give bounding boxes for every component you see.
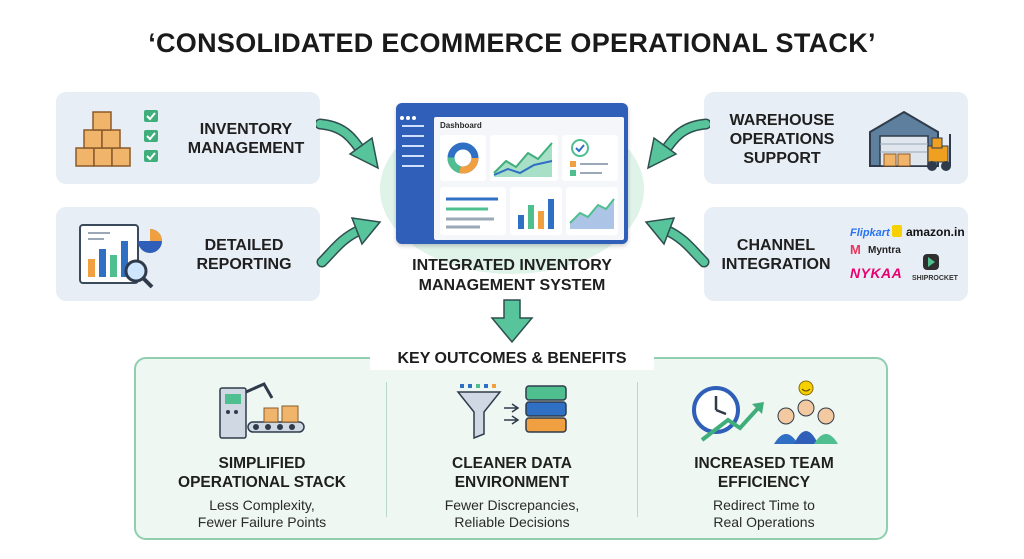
- outcome-divider-1: [386, 382, 387, 517]
- center-label-line2: MANAGEMENT SYSTEM: [418, 277, 606, 294]
- arrow-warehouse-to-center: [646, 118, 710, 170]
- channel-label-line2: INTEGRATION: [721, 256, 831, 273]
- inventory-management-card: INVENTORY MANAGEMENT: [56, 92, 320, 184]
- data-filter-stack-icon: [456, 384, 567, 440]
- arrow-inventory-to-center: [316, 118, 380, 170]
- outcome-3-sub-line2: Real Operations: [713, 514, 815, 530]
- warehouse-operations-card: WAREHOUSE OPERATIONS SUPPORT: [704, 92, 968, 184]
- report-chart-icon: [79, 224, 162, 289]
- myntra-icon: M: [850, 242, 861, 257]
- outcome-1-title-line2: OPERATIONAL STACK: [178, 474, 346, 491]
- inventory-label-line2: MANAGEMENT: [187, 140, 305, 157]
- line-widget: [566, 187, 618, 235]
- team-efficiency-icon: [692, 380, 838, 444]
- outcome-divider-2: [637, 382, 638, 517]
- outcome-2-title-line1: CLEANER DATA: [452, 455, 572, 472]
- warehouse-label-line2: OPERATIONS: [729, 131, 835, 148]
- dashboard-header: Dashboard: [440, 121, 482, 130]
- window-dots: [400, 107, 416, 125]
- center-label-line1: INTEGRATED INVENTORY: [412, 257, 612, 274]
- arrow-down-to-outcomes: [490, 299, 534, 344]
- dashboard-sidebar: [400, 117, 430, 239]
- bar-widget: [510, 187, 562, 235]
- channel-label-line1: CHANNEL: [736, 237, 816, 254]
- amazon-logo: amazon.in: [906, 225, 965, 239]
- reporting-label-line1: DETAILED: [204, 237, 284, 254]
- conveyor-machine-icon: [219, 382, 305, 439]
- nykaa-logo: NYKAA: [850, 265, 903, 281]
- outcome-1-sub-line2: Fewer Failure Points: [197, 514, 327, 530]
- list-widget: [440, 187, 506, 235]
- detailed-reporting-card: DETAILED REPORTING: [56, 207, 320, 301]
- warehouse-label-line3: SUPPORT: [743, 150, 821, 167]
- check-widget: [562, 135, 618, 181]
- warehouse-forklift-icon: [869, 110, 951, 171]
- outcome-3-title-line2: EFFICIENCY: [717, 474, 811, 491]
- dashboard-window: Dashboard: [396, 103, 628, 244]
- boxes-icon: [75, 111, 131, 167]
- shiprocket-icon: [923, 254, 939, 270]
- outcome-1-title-line1: SIMPLIFIED: [218, 455, 306, 472]
- myntra-logo: Myntra: [868, 245, 901, 256]
- outcome-3-title-line1: INCREASED TEAM: [694, 455, 834, 472]
- page-title: ‘CONSOLIDATED ECOMMERCE OPERATIONAL STAC…: [148, 28, 876, 58]
- reporting-label-line2: REPORTING: [196, 256, 292, 273]
- shiprocket-logo: SHIPROCKET: [912, 275, 958, 282]
- outcome-2-sub-line2: Reliable Decisions: [454, 514, 570, 530]
- warehouse-label-line1: WAREHOUSE: [729, 112, 835, 129]
- checklist-icon: [144, 110, 158, 162]
- flipkart-bag-icon: [892, 225, 902, 237]
- outcomes-heading: KEY OUTCOMES & BENEFITS: [370, 348, 654, 370]
- inventory-label-line1: INVENTORY: [199, 121, 293, 138]
- flipkart-logo: Flipkart: [850, 227, 890, 239]
- arrow-reporting-to-center: [316, 217, 382, 268]
- pie-widget: [440, 135, 486, 181]
- outcome-2-sub-line1: Fewer Discrepancies,: [444, 497, 580, 513]
- channel-integration-card: CHANNEL INTEGRATION Flipkart amazon.in M…: [704, 207, 968, 301]
- outcome-1-sub-line1: Less Complexity,: [209, 497, 315, 513]
- area-chart-widget: [490, 135, 558, 181]
- dashboard-content: Dashboard: [434, 117, 624, 240]
- arrow-channel-to-center: [644, 217, 710, 268]
- outcome-2-title-line2: ENVIRONMENT: [454, 474, 570, 491]
- outcome-3-sub-line1: Redirect Time to: [713, 497, 815, 513]
